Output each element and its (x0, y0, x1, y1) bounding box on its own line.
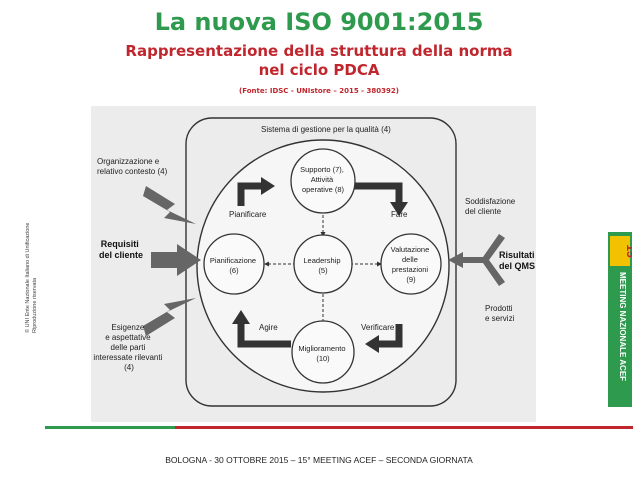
planning-node (203, 233, 265, 295)
page-title: La nuova ISO 9001:2015 (154, 8, 484, 36)
footer-line-red (175, 426, 633, 429)
input-arrow-bottom (143, 298, 196, 336)
requirements-label: Requisiti del cliente (99, 239, 143, 260)
act-arrow (237, 322, 291, 348)
satisfaction-label: Soddisfazione del cliente (465, 197, 518, 216)
do-arrow-head (390, 202, 408, 216)
output-arrow-left (448, 252, 475, 268)
evaluation-node (380, 233, 442, 295)
check-arrow-head (365, 335, 379, 353)
footer-text: BOLOGNA - 30 OTTOBRE 2015 – 15° MEETING … (165, 455, 473, 465)
check-arrow (377, 324, 403, 348)
do-label: Fare (391, 210, 408, 219)
footer-line-green (45, 426, 175, 429)
qms-results-label: Risultati del QMS (499, 250, 536, 271)
badge-number-block (610, 236, 630, 266)
evaluation-node-label: Valutazione delle prestazioni (9) (391, 245, 432, 284)
support-node (290, 148, 356, 214)
badge-text: MEETING NAZIONALE ACEF (618, 272, 627, 381)
products-label: Prodotti e servizi (485, 304, 515, 323)
check-label: Verificare (361, 323, 395, 332)
system-label: Sistema di gestione per la qualità (4) (261, 125, 391, 134)
badge-number: 15 (624, 244, 632, 258)
improvement-node-label: Miglioramento (10) (298, 344, 347, 363)
do-arrow (353, 182, 403, 204)
pdca-diagram: Sistema di gestione per la qualità (4) O… (91, 106, 536, 422)
plan-arrow (237, 182, 263, 206)
page-subtitle: Rappresentazione della struttura della n… (60, 42, 578, 80)
support-node-label: Supporto (7), Attività operative (8) (300, 165, 346, 194)
subtitle-line-2: nel ciclo PDCA (258, 61, 380, 79)
plan-label: Pianificare (229, 210, 267, 219)
source-note: (Fonte: IDSC - UNIstore – 2015 - 380392) (239, 87, 399, 95)
leadership-node-label: Leadership (5) (303, 256, 342, 275)
act-label: Agire (259, 323, 278, 332)
planning-node-label: Pianificazione (6) (210, 256, 258, 275)
input-arrow-middle (151, 244, 201, 276)
acef-meeting-badge: 15 MEETING NAZIONALE ACEF (608, 232, 632, 407)
output-arrow-fork (463, 234, 505, 286)
input-arrow-top (143, 186, 196, 224)
plan-arrow-head (261, 177, 275, 195)
organization-label: Organizzazione e relativo contesto (4) (97, 157, 168, 176)
copyright-line-2: Riproduzione riservata (32, 277, 38, 333)
leadership-node (293, 234, 353, 294)
copyright-note: © UNI Ente Nazionale Italiano di Unifica… (25, 153, 39, 333)
act-arrow-head (232, 310, 250, 324)
stakeholder-needs-label: Esigenze e aspettative delle parti inter… (93, 323, 164, 372)
subtitle-line-1: Rappresentazione della struttura della n… (125, 42, 513, 60)
copyright-line-1: © UNI Ente Nazionale Italiano di Unifica… (25, 222, 31, 333)
improvement-node (291, 320, 355, 384)
